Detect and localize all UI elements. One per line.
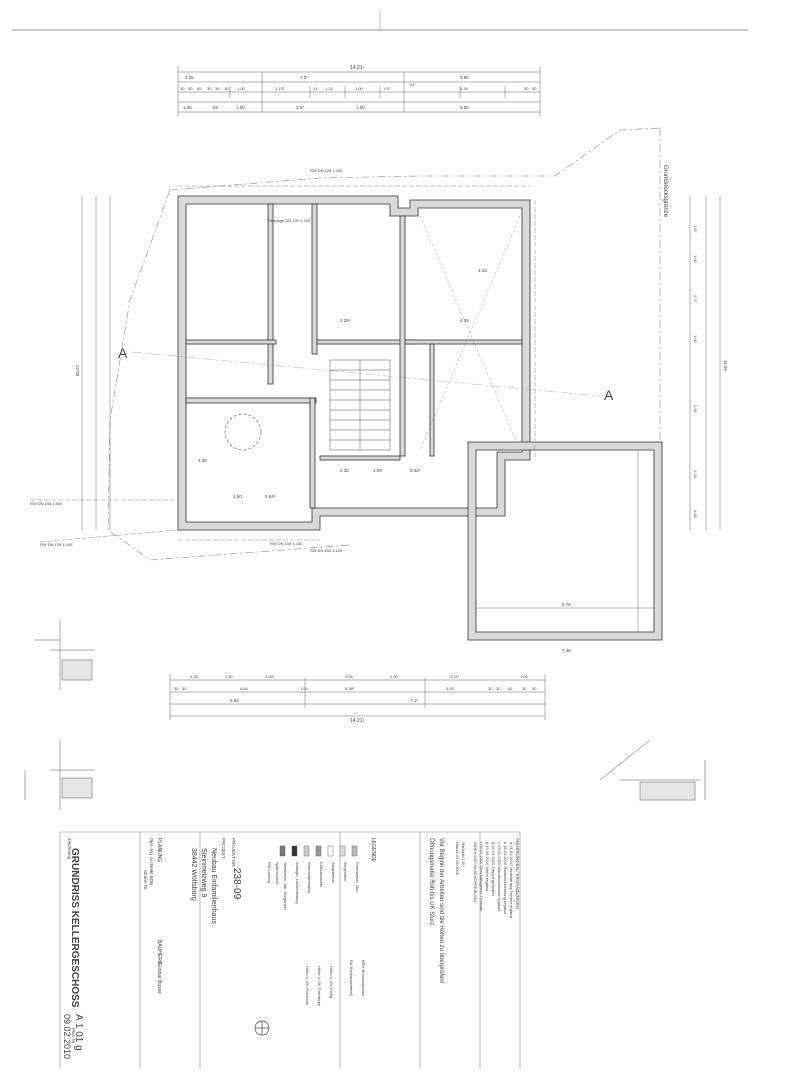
room-dim-1: 4.45	[460, 318, 469, 323]
left-overall-dimension: 12.89	[75, 365, 80, 377]
drain-label-2: Drainage DN 100 1:100	[268, 218, 311, 223]
top-chain-3-b: 62	[213, 105, 219, 110]
plot-boundary-label: Grundstücksgrenze	[662, 165, 668, 218]
section-line	[131, 351, 601, 397]
room-dim-5: 4.39	[198, 458, 207, 463]
room-dim-9: 2.35	[340, 468, 349, 473]
svg-text:30: 30	[532, 86, 537, 91]
ceiling-opening	[419, 215, 521, 451]
svg-text:30: 30	[496, 686, 501, 691]
svg-text:2.37: 2.37	[693, 295, 698, 304]
room-dim-4: 1.50	[233, 494, 242, 499]
drain-label-5: SW DN 150 1:100	[310, 548, 343, 553]
svg-text:1.00: 1.00	[237, 86, 246, 91]
svg-text:1.21: 1.21	[325, 86, 334, 91]
svg-text:1.00: 1.00	[693, 335, 698, 344]
room-dim-11: 4.15	[478, 268, 487, 273]
right-overall-dimension: 11.99	[723, 360, 728, 371]
room-dim-3: 2.84²	[265, 494, 276, 499]
top-chain-3-d: 3.5²	[296, 105, 304, 110]
bottom-chain-3: 5.84 7.1²	[230, 698, 418, 703]
svg-text:2.13²: 2.13²	[275, 86, 285, 91]
svg-text:1.04: 1.04	[693, 470, 698, 479]
svg-text:30: 30	[174, 686, 179, 691]
svg-text:52: 52	[225, 86, 230, 91]
svg-text:1.50: 1.50	[225, 674, 234, 679]
bottom-chain-2: 30 30 4.64 1.00 5.38² 3.20 30 30 65 30 3…	[174, 686, 537, 691]
svg-text:1.87: 1.87	[693, 225, 698, 234]
drain-pipes	[30, 185, 536, 543]
svg-text:2.61: 2.61	[693, 405, 698, 414]
top-chain-1-c: 3.90	[460, 75, 469, 80]
section-marker-left: A	[118, 345, 128, 361]
drain-label-3: RW DN 100 1:150	[270, 541, 303, 546]
svg-text:2.05: 2.05	[345, 674, 354, 679]
room-dim-6: 6.79	[562, 602, 571, 607]
svg-text:1.00: 1.00	[300, 686, 309, 691]
detail-sketch-left-2	[24, 740, 95, 810]
top-chain-1-b: 7.3¹	[300, 75, 308, 80]
svg-text:1.1²: 1.1²	[383, 86, 391, 91]
room-dim-10: 1.00	[373, 468, 382, 473]
right-dimension-chains	[689, 196, 721, 530]
svg-text:3.20: 3.20	[446, 686, 455, 691]
left-dimension-chains	[81, 196, 111, 530]
svg-text:65: 65	[508, 686, 513, 691]
bottom-chain-1: 4.26 1.50 3.54² 2.05 1.50 4.01² 1.00	[190, 674, 529, 679]
svg-text:1.50: 1.50	[390, 674, 399, 679]
svg-text:4.64: 4.64	[240, 686, 249, 691]
svg-text:30: 30	[180, 86, 185, 91]
svg-text:4.68: 4.68	[693, 510, 698, 519]
round-tank	[224, 413, 262, 451]
svg-text:30: 30	[532, 686, 537, 691]
drain-label-4: RW DN 150 1:500	[30, 501, 63, 506]
svg-text:4.39: 4.39	[460, 86, 469, 91]
top-chain-2: 30 30 65 30 30 52 1.00 2.13² 24 1.21 1.0…	[180, 82, 537, 91]
room-dim-2: 2.25²	[340, 318, 351, 323]
basement-walls	[177, 195, 531, 531]
svg-text:1.00: 1.00	[693, 255, 698, 264]
staircase	[329, 359, 391, 451]
svg-text:65: 65	[197, 86, 202, 91]
svg-text:30: 30	[215, 86, 220, 91]
svg-text:30: 30	[522, 686, 527, 691]
top-chain-3-e: 1.00	[356, 105, 365, 110]
room-dim-7: 7.46	[562, 648, 571, 653]
svg-text:1.00: 1.00	[520, 674, 529, 679]
svg-text:30: 30	[207, 86, 212, 91]
svg-text:24: 24	[410, 82, 415, 87]
svg-text:30: 30	[488, 686, 493, 691]
top-chain-3-a: 1.25	[183, 105, 192, 110]
right-chain: 1.87 1.00 2.37 1.00 2.61 1.04 4.68	[693, 225, 698, 519]
top-overall-dimension: 14.21¹	[350, 65, 365, 71]
svg-text:4.01²: 4.01²	[450, 674, 460, 679]
svg-text:3.54²: 3.54²	[265, 674, 275, 679]
top-dimension-chains	[177, 66, 541, 116]
garage-walls	[467, 441, 663, 641]
svg-text:4.26: 4.26	[190, 674, 199, 679]
svg-text:5.38²: 5.38²	[345, 686, 355, 691]
plot-boundary-line	[107, 127, 661, 600]
top-chain-3-f: 5.59	[460, 105, 469, 110]
bottom-dimension-chains	[169, 674, 546, 720]
drain-label-1: RW DN 125 1:150	[310, 168, 343, 173]
top-chain-1-a: 4.25	[185, 75, 194, 80]
svg-text:30: 30	[524, 86, 529, 91]
bottom-overall-dimension: 14.21¹	[350, 718, 365, 724]
section-marker-right: A	[604, 387, 614, 403]
svg-text:7.1²: 7.1²	[410, 698, 418, 703]
svg-text:1.00: 1.00	[355, 86, 364, 91]
svg-text:30: 30	[188, 86, 193, 91]
svg-text:30: 30	[182, 686, 187, 691]
detail-sketch-right	[599, 739, 706, 801]
room-dim-8: 3.42²	[410, 468, 421, 473]
svg-text:24: 24	[313, 86, 318, 91]
svg-text:5.84: 5.84	[230, 698, 239, 703]
detail-sketch-left-1	[35, 620, 95, 690]
drain-label-6: RW DN 125 1:100	[40, 542, 73, 547]
top-chain-3-c: 1.00	[236, 105, 245, 110]
